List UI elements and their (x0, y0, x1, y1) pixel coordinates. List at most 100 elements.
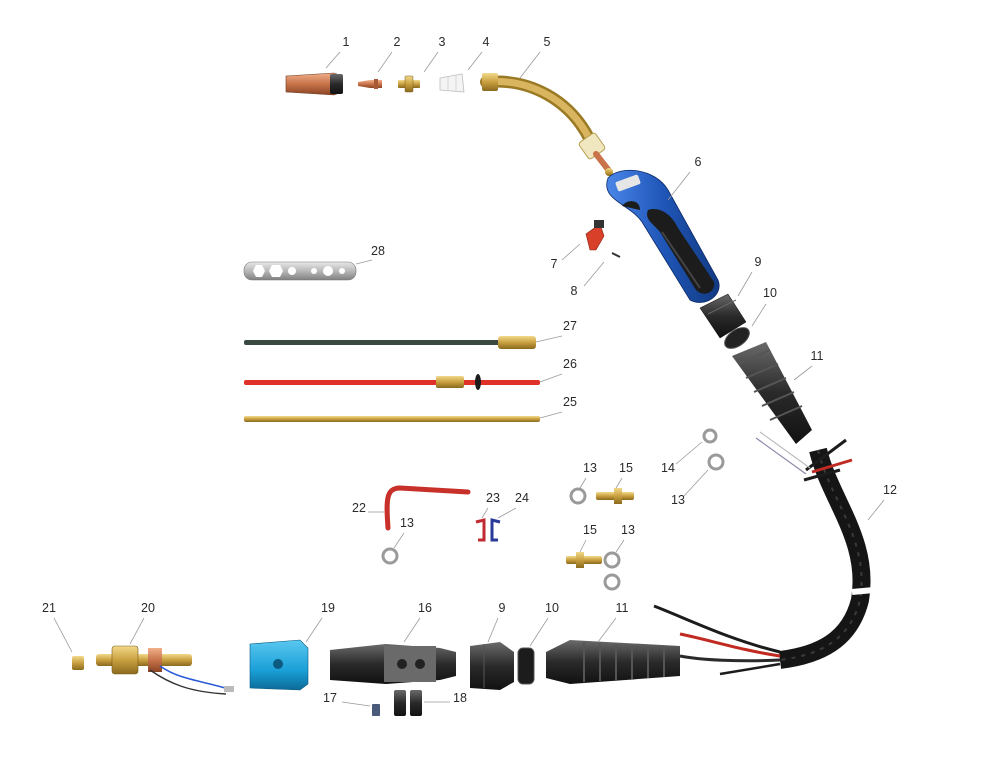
callout-p11a: 11 (793, 349, 824, 381)
leader-line (539, 411, 563, 419)
leader-line (377, 51, 393, 73)
part-20-central-adapter (96, 645, 234, 695)
part-16-connector-housing (330, 644, 456, 684)
part-10-ring-top (724, 327, 750, 349)
leader-line (579, 477, 587, 489)
leader-line (675, 441, 703, 465)
callout-p13d: 13 (393, 516, 414, 549)
part-number-label: 19 (321, 601, 335, 615)
part-25-liner-brass (244, 416, 540, 422)
part-number-label: 9 (755, 255, 762, 269)
leader-line (737, 271, 753, 297)
leader-line (615, 477, 623, 489)
callout-p26: 26 (539, 357, 577, 383)
leader-line (341, 701, 371, 707)
part-13-hose-clamp-b (707, 453, 725, 471)
part-17-small-screw (372, 704, 380, 716)
part-number-label: 9 (499, 601, 506, 615)
part-number-label: 15 (583, 523, 597, 537)
part-number-label: 25 (563, 395, 577, 409)
callout-p9b: 9 (487, 601, 506, 643)
callout-p20: 20 (129, 601, 155, 645)
leader-line (529, 617, 549, 647)
part-7-trigger (585, 220, 605, 251)
callout-p17: 17 (323, 691, 371, 707)
part-number-label: 21 (42, 601, 56, 615)
part-number-label: 6 (695, 155, 702, 169)
part-21-nut (72, 656, 84, 670)
part-number-label: 13 (400, 516, 414, 530)
callout-p8: 8 (571, 261, 605, 298)
callout-p1: 1 (325, 35, 350, 69)
leader-line (615, 539, 625, 553)
callout-p12: 12 (867, 483, 897, 521)
part-13-hose-clamp-a (569, 487, 587, 505)
callout-p15b: 15 (579, 523, 597, 553)
part-number-label: 20 (141, 601, 155, 615)
part-6-torch-handle (606, 170, 720, 303)
leader-line (325, 51, 341, 69)
part-22-water-hose (384, 485, 471, 531)
part-10-ring-bottom (517, 647, 535, 685)
part-number-label: 24 (515, 491, 529, 505)
callout-p13c: 13 (615, 523, 635, 553)
part-24-clip (490, 518, 501, 542)
leader-line (53, 617, 73, 653)
part-3-tip-holder (398, 75, 420, 93)
part-number-label: 23 (486, 491, 500, 505)
part-number-label: 17 (323, 691, 337, 705)
leader-line (793, 365, 813, 381)
part-15-hose-nipple-b (566, 552, 602, 568)
leader-line (583, 261, 605, 287)
part-number-label: 11 (811, 349, 824, 363)
leader-line (467, 51, 483, 71)
callout-p28: 28 (355, 244, 385, 265)
leader-line (519, 51, 541, 79)
callout-p27: 27 (535, 319, 577, 343)
leader-line (305, 617, 323, 643)
callout-p6: 6 (667, 155, 702, 201)
leader-line (579, 539, 587, 553)
part-2-contact-tip (358, 79, 382, 89)
part-26-liner-red (244, 374, 540, 390)
part-5-swan-neck (480, 73, 613, 176)
leader-line (355, 259, 373, 265)
callout-p15a: 15 (615, 461, 633, 489)
callout-p19: 19 (305, 601, 335, 643)
callout-p24: 24 (497, 491, 529, 519)
part-9-ball-joint-bottom (470, 642, 514, 690)
leader-line (597, 617, 617, 643)
part-number-label: 8 (571, 284, 578, 298)
leader-line (539, 373, 563, 383)
callout-p13b: 13 (671, 469, 709, 507)
part-18-sleeves (394, 690, 422, 716)
part-number-label: 2 (394, 35, 401, 49)
part-number-label: 14 (661, 461, 675, 475)
callout-p10b: 10 (529, 601, 559, 647)
callout-p5: 5 (519, 35, 551, 79)
part-8-screw (611, 252, 621, 258)
part-1-gas-nozzle (285, 72, 343, 96)
callout-p4: 4 (467, 35, 490, 71)
callout-p14: 14 (661, 441, 703, 475)
leader-line (393, 532, 405, 549)
leader-line (403, 617, 421, 643)
part-28-spanner-wrench (243, 261, 357, 281)
leader-line (481, 507, 489, 519)
part-number-label: 16 (418, 601, 432, 615)
callout-p11b: 11 (597, 601, 629, 643)
callout-p7: 7 (551, 243, 581, 271)
leader-line (535, 335, 563, 343)
part-number-label: 12 (883, 483, 897, 497)
part-number-label: 13 (621, 523, 635, 537)
part-number-label: 15 (619, 461, 633, 475)
part-11-cable-support-top (732, 342, 812, 444)
callout-p18: 18 (424, 691, 467, 705)
callout-p21: 21 (42, 601, 73, 653)
callout-p9a: 9 (737, 255, 762, 297)
part-13-hose-clamp-d (381, 547, 399, 565)
part-number-label: 7 (551, 257, 558, 271)
part-12-cable-assembly (653, 431, 875, 676)
